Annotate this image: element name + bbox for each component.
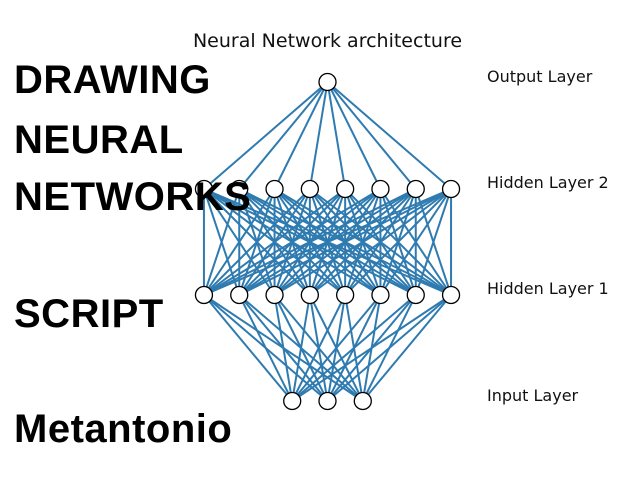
edge-l1-6-0 [203, 188, 417, 296]
edge-l0-2-1 [238, 294, 364, 402]
edge-l1-7-3 [309, 188, 452, 296]
nodes [194, 72, 461, 411]
node-layer1-2 [265, 285, 284, 305]
edge-l0-2-7 [362, 294, 452, 402]
edge-l1-5-0 [203, 188, 381, 296]
edge-l2-5-0 [326, 81, 382, 190]
edge-l0-2-6 [361, 294, 417, 402]
overlay-text-author: Metantonio [14, 407, 233, 451]
node-layer2-3 [300, 179, 320, 199]
node-layer1-7 [441, 285, 461, 305]
node-layer2-6 [406, 179, 425, 199]
label-output-layer: Output Layer [487, 67, 593, 86]
node-layer2-5 [371, 179, 390, 199]
edge-l2-3-0 [308, 81, 329, 190]
label-input-layer: Input Layer [487, 386, 579, 405]
overlay-text-neural: NEURAL [14, 118, 184, 162]
edge-l1-7-2 [274, 188, 452, 296]
label-hidden-layer-2: Hidden Layer 2 [487, 173, 609, 192]
edge-l1-1-0 [203, 188, 241, 296]
node-layer0-1 [318, 391, 337, 411]
edge-l2-7-0 [326, 81, 452, 190]
edge-l2-4-0 [326, 81, 347, 190]
node-layer1-5 [371, 285, 390, 305]
node-layer1-6 [406, 285, 425, 305]
edge-l1-7-0 [203, 188, 452, 296]
node-layer0-2 [353, 391, 372, 411]
edge-l0-0-0 [203, 294, 293, 402]
edge-l1-7-4 [344, 188, 452, 296]
edges [202, 81, 453, 402]
overlay-text-networks: NETWORKS [14, 175, 252, 219]
edge-l1-7-6 [414, 188, 452, 296]
edge-l0-2-3 [308, 294, 364, 402]
node-layer1-3 [300, 285, 320, 305]
edge-l1-2-0 [203, 188, 276, 296]
edge-l1-4-0 [203, 188, 346, 296]
edge-l0-2-2 [273, 294, 364, 402]
overlay-text-script: SCRIPT [14, 292, 164, 336]
edge-l1-7-1 [238, 188, 452, 296]
node-layer1-1 [230, 285, 249, 305]
edge-l2-6-0 [326, 81, 417, 190]
edge-l0-2-5 [361, 294, 382, 402]
node-layer1-4 [335, 285, 355, 305]
node-layer3-0 [318, 72, 337, 92]
label-hidden-layer-1: Hidden Layer 1 [487, 279, 609, 298]
edge-l1-3-0 [203, 188, 311, 296]
node-layer2-7 [441, 179, 461, 199]
node-layer2-1 [230, 179, 249, 199]
edge-l2-2-0 [273, 81, 329, 190]
diagram-title: Neural Network architecture [192, 30, 463, 52]
node-layer1-0 [194, 285, 214, 305]
edge-l2-0-0 [203, 81, 329, 190]
edge-l0-2-0 [203, 294, 364, 402]
edge-l0-1-0 [203, 294, 329, 402]
node-layer2-0 [194, 179, 214, 199]
node-layer0-0 [283, 391, 302, 411]
node-layer2-4 [335, 179, 355, 199]
edge-l2-1-0 [238, 81, 329, 190]
overlay-text-drawing: DRAWING [14, 58, 211, 102]
edge-l1-7-5 [379, 188, 452, 296]
edge-l0-2-4 [344, 294, 364, 402]
node-layer2-2 [265, 179, 284, 199]
